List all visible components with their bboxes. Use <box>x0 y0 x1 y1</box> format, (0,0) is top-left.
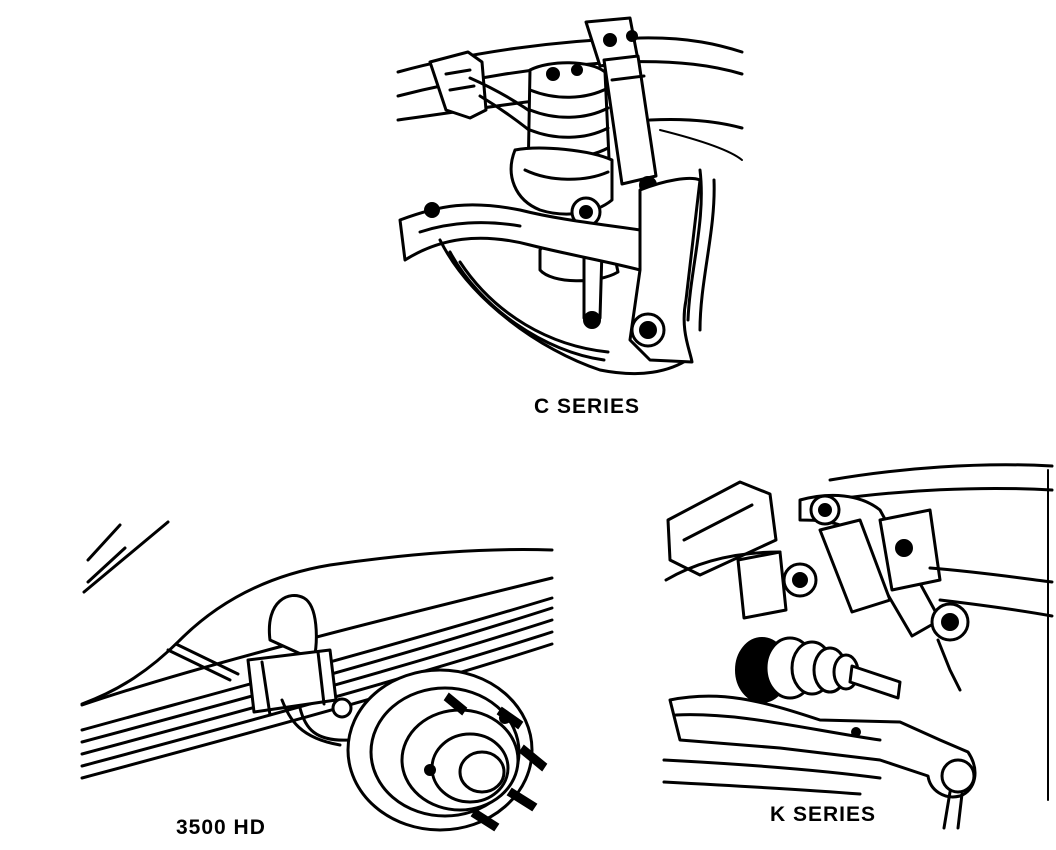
k-series-suspension-illustration <box>662 463 1054 830</box>
c-series-label: C SERIES <box>534 395 641 418</box>
k-series-label: K SERIES <box>770 803 877 826</box>
c-series-suspension-illustration <box>396 16 744 376</box>
hd-3500-label: 3500 HD <box>176 816 266 839</box>
hd-3500-axle-illustration <box>80 520 554 832</box>
